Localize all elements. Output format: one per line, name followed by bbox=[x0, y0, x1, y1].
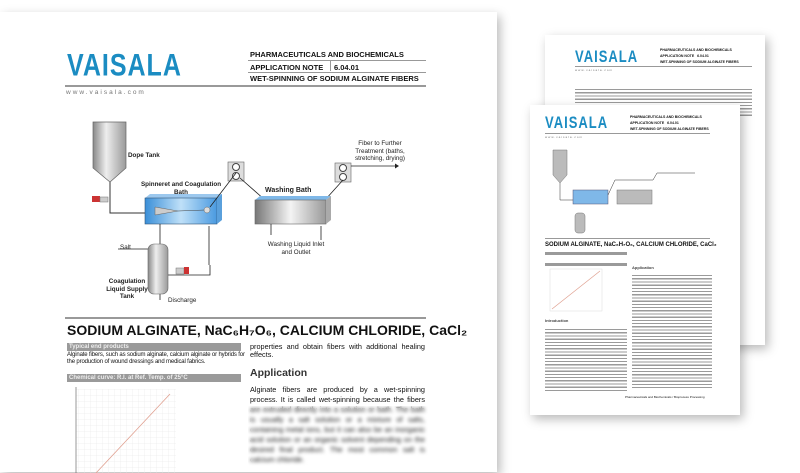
divider bbox=[248, 72, 426, 73]
thumb-category: PHARMACEUTICALS AND BIOCHEMICALS bbox=[660, 48, 732, 52]
thumb-bar bbox=[545, 252, 627, 255]
thumb-website: www.vaisala.com bbox=[575, 68, 614, 72]
label-supply-tank: Coagulation Liquid Supply Tank bbox=[106, 278, 148, 301]
supply-tank bbox=[147, 243, 169, 295]
header-doc-number: 6.04.01 bbox=[334, 63, 360, 72]
divider bbox=[65, 317, 426, 319]
thumb-introduction: Introduction bbox=[545, 318, 569, 323]
label-discharge: Discharge bbox=[168, 297, 197, 304]
main-document-page: VAISALA PHARMACEUTICALS AND BIOCHEMICALS… bbox=[0, 12, 497, 473]
dope-tank bbox=[92, 121, 127, 183]
thumb-category: PHARMACEUTICALS AND BIOCHEMICALS bbox=[630, 115, 702, 119]
thumb-doctype: APPLICATION NOTE 6.04.01 bbox=[660, 54, 709, 58]
blur-overlay bbox=[248, 406, 428, 466]
divider bbox=[545, 133, 710, 134]
divider bbox=[65, 85, 426, 87]
valve-icon bbox=[175, 267, 185, 275]
thumb-logo: VAISALA bbox=[545, 113, 609, 132]
thumb-application: Application bbox=[632, 265, 654, 270]
thumb-docnumber: 6.04.01 bbox=[667, 121, 679, 125]
website: www.vaisala.com bbox=[66, 89, 146, 96]
thumb-website: www.vaisala.com bbox=[545, 135, 584, 139]
thumb-app-text bbox=[632, 273, 712, 388]
label-washing-bath: Washing Bath bbox=[265, 187, 312, 194]
vaisala-logo: VAISALA bbox=[67, 48, 182, 83]
application-heading: Application bbox=[250, 367, 308, 379]
roller-icon bbox=[227, 161, 245, 182]
typical-products-bar: Typical end products bbox=[67, 343, 241, 351]
header-doc-type: APPLICATION NOTE bbox=[250, 63, 324, 72]
washing-bath bbox=[254, 196, 331, 225]
chemical-curve-chart bbox=[75, 387, 176, 473]
spinneret-bath bbox=[144, 194, 222, 225]
thumb-doctitle: WET-SPINNING OF SODIUM ALGINATE FIBERS bbox=[630, 127, 709, 131]
label-washing-liquid: Washing Liquid Inlet and Outlet bbox=[267, 241, 325, 256]
divider bbox=[575, 66, 752, 67]
chemical-curve-bar: Chemical curve: R.I. at Ref. Temp. of 25… bbox=[67, 374, 241, 382]
typical-products-text: Alginate fibers, such as sodium alginate… bbox=[67, 352, 245, 365]
section-title: SODIUM ALGINATE, NaC₆H₇O₆, CALCIUM CHLOR… bbox=[67, 322, 468, 338]
divider bbox=[330, 61, 331, 71]
thumb-doctype: APPLICATION NOTE 6.04.01 bbox=[630, 121, 679, 125]
header-doc-title: WET-SPINNING OF SODIUM ALGINATE FIBERS bbox=[250, 74, 419, 83]
divider bbox=[248, 60, 426, 61]
thumb-doctitle: WET-SPINNING OF SODIUM ALGINATE FIBERS bbox=[660, 60, 739, 64]
label-fiber: Fiber to Further Treatment (baths, stret… bbox=[354, 140, 406, 163]
label-dope-tank: Dope Tank bbox=[128, 152, 160, 159]
thumb-section-title: SODIUM ALGINATE, NaC₆H₇O₆, CALCIUM CHLOR… bbox=[545, 242, 717, 248]
label-salt: Salt bbox=[120, 244, 131, 251]
thumb-footer: Pharmaceuticals and Biochemicals / Biopr… bbox=[625, 395, 705, 399]
roller-icon bbox=[334, 162, 352, 183]
thumb-process-diagram bbox=[552, 149, 695, 234]
thumb-chart bbox=[549, 268, 603, 312]
header-category: PHARMACEUTICALS AND BIOCHEMICALS bbox=[250, 50, 404, 59]
thumb-logo: VAISALA bbox=[575, 47, 639, 66]
thumb-bar bbox=[545, 263, 627, 266]
divider bbox=[545, 238, 710, 239]
thumb-page-front: VAISALA PHARMACEUTICALS AND BIOCHEMICALS… bbox=[530, 105, 740, 415]
valve-icon bbox=[92, 196, 100, 202]
thumb-docnumber: 6.04.01 bbox=[697, 54, 709, 58]
label-spinneret: Spinneret and Coagulation Bath bbox=[140, 181, 222, 196]
thumb-doctype-label: APPLICATION NOTE bbox=[630, 121, 665, 125]
process-diagram bbox=[92, 121, 399, 300]
thumb-intro-text bbox=[545, 327, 627, 392]
right-column-text: properties and obtain fibers with additi… bbox=[250, 342, 425, 360]
thumb-doctype-label: APPLICATION NOTE bbox=[660, 54, 695, 58]
